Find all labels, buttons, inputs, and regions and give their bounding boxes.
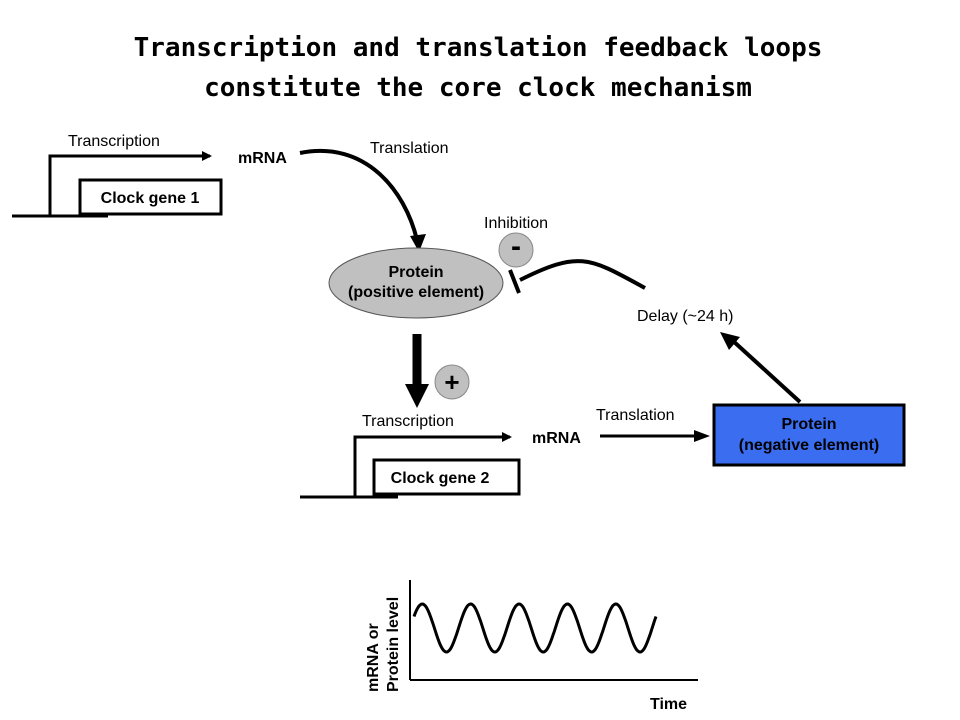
inhibition-minus-circle <box>498 232 534 268</box>
positive-protein-ellipse <box>328 247 504 319</box>
activation-plus-sign: + <box>444 367 459 397</box>
translation-arrowhead-2 <box>694 430 710 442</box>
transcription-label-1: Transcription <box>68 133 160 150</box>
clock-gene-1-label: Clock gene 1 <box>101 190 200 207</box>
transcription-label-2: Transcription <box>362 413 454 430</box>
positive-protein-line-2: (positive element) <box>348 284 484 301</box>
negative-protein-line-1: Protein <box>781 416 836 433</box>
title-line-2: constitute the core clock mechanism <box>204 73 752 103</box>
oscillation-curve <box>412 602 658 654</box>
translation-label-1: Translation <box>370 140 449 157</box>
negative-protein-line-2: (negative element) <box>739 437 879 454</box>
delay-label: Delay (~24 h) <box>637 308 734 325</box>
translation-arrow-1 <box>299 149 419 241</box>
oscillation-xlabel: Time <box>650 696 687 713</box>
transcription-arrow-1 <box>48 151 212 216</box>
positive-protein-line-1: Protein <box>388 264 443 281</box>
inhibition-minus-sign: - <box>511 230 521 263</box>
title-line-1: Transcription and translation feedback l… <box>134 33 823 63</box>
delay-arrow-line <box>730 338 802 404</box>
activation-arrowhead <box>405 384 429 408</box>
clock-gene-1-box <box>78 178 223 216</box>
clock-gene-2-box <box>372 458 521 496</box>
inhibition-bar <box>508 269 521 294</box>
transcription-arrow-2 <box>353 432 512 497</box>
mrna-label-2: mRNA <box>532 430 581 447</box>
translation-label-2: Translation <box>596 407 675 424</box>
inhibition-line <box>519 259 646 290</box>
clock-gene-2-label: Clock gene 2 <box>391 470 490 487</box>
delay-arrowhead <box>720 332 740 350</box>
inhibition-label: Inhibition <box>484 215 548 232</box>
mrna-label-1: mRNA <box>238 150 287 167</box>
translation-arrowhead-1 <box>410 234 426 252</box>
activation-plus-circle <box>434 364 470 400</box>
negative-protein-box <box>712 403 906 467</box>
oscillation-ylabel-line-1: mRNA or <box>365 623 382 692</box>
oscillation-ylabel-line-2: Protein level <box>385 597 402 692</box>
